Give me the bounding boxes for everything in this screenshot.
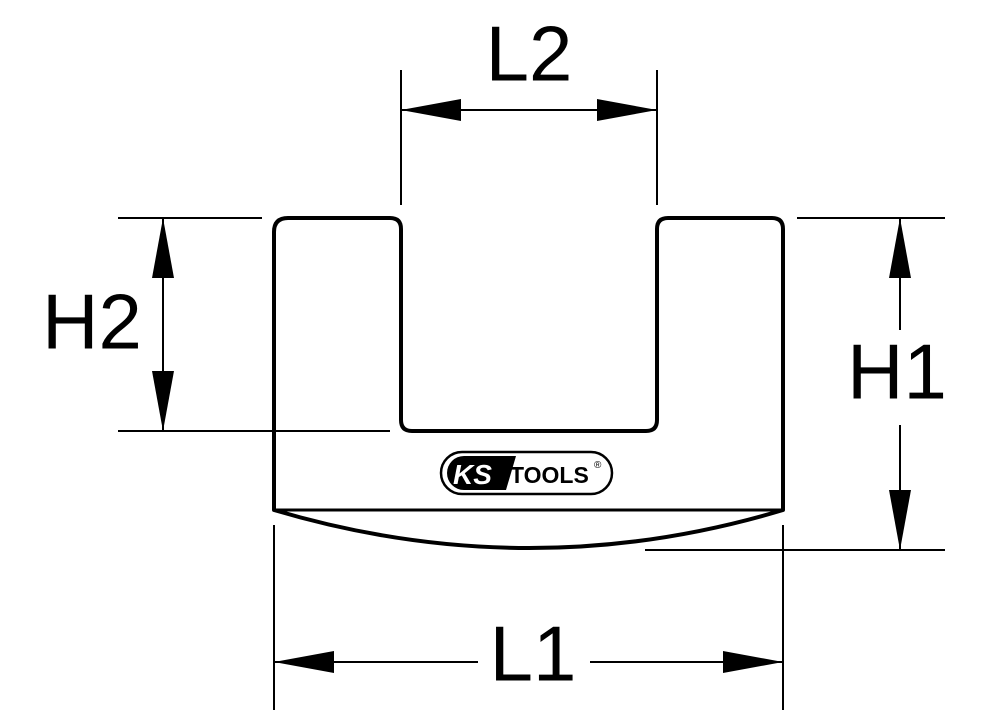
logo-ks-text: KS [453,459,492,490]
l2-label: L2 [486,10,573,98]
logo-tools-text: TOOLS [510,462,589,488]
dimension-h2: H2 [30,217,390,432]
logo-ks-badge [447,456,516,490]
dimension-h1: H1 [645,217,947,551]
part-outline [272,216,785,550]
dimension-l2: L2 [400,10,658,205]
l1-label: L1 [490,610,577,698]
h1-label: H1 [847,328,947,416]
logo-registered-mark: ® [594,460,602,471]
ks-tools-logo: KS TOOLS ® [439,450,614,496]
dimension-l1: L1 [273,525,784,710]
h2-label: H2 [42,278,142,366]
